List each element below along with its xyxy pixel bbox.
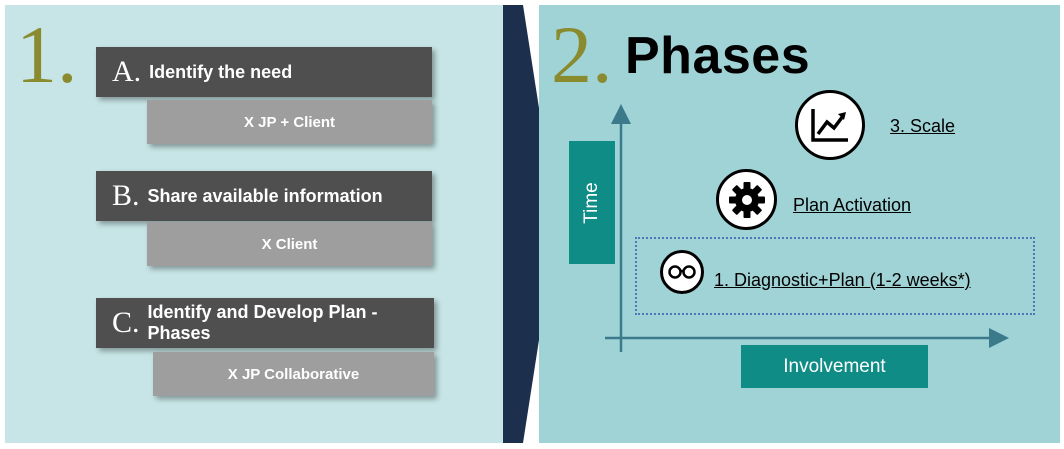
diagnostic-phase-box: [635, 237, 1035, 315]
step-c-letter: C.: [112, 306, 140, 339]
phase-diagnostic-label: 1. Diagnostic+Plan (1-2 weeks*): [714, 270, 971, 290]
x-axis-arrowhead: [989, 328, 1009, 348]
time-axis-label: Time: [581, 181, 602, 224]
step-c-title: Identify and Develop Plan - Phases: [147, 302, 378, 343]
step-a-sub: X JP + Client: [147, 100, 432, 144]
step-b-letter: B.: [112, 179, 140, 212]
phase-plan-activation-label: Plan Activation: [793, 195, 912, 215]
involvement-axis-label: Involvement: [741, 345, 928, 388]
y-axis-arrowhead: [611, 104, 631, 124]
chart-line-icon: [795, 90, 865, 160]
step-b-title: Share available information: [147, 185, 383, 206]
step-2-number: 2.: [551, 9, 613, 100]
step-1-number: 1.: [16, 9, 78, 100]
step-a-letter: A.: [112, 55, 142, 88]
axes: [605, 104, 1009, 352]
gear-icon: [716, 169, 777, 230]
step-b-header: B. Share available information: [96, 171, 432, 221]
chevron-arrow: [503, 5, 557, 443]
phases-title: Phases: [625, 27, 811, 85]
step-b-sub: X Client: [147, 222, 432, 266]
step-a-title: Identify the need: [149, 61, 293, 82]
step-a-header: A. Identify the need: [96, 47, 432, 97]
time-axis-label-box: Time: [569, 141, 615, 264]
phase-scale-label: 3. Scale: [890, 116, 956, 136]
step-c-header: C. Identify and Develop Plan - Phases: [96, 298, 434, 348]
step-c-sub: X JP Collaborative: [153, 352, 434, 396]
glasses-icon: [660, 250, 704, 294]
